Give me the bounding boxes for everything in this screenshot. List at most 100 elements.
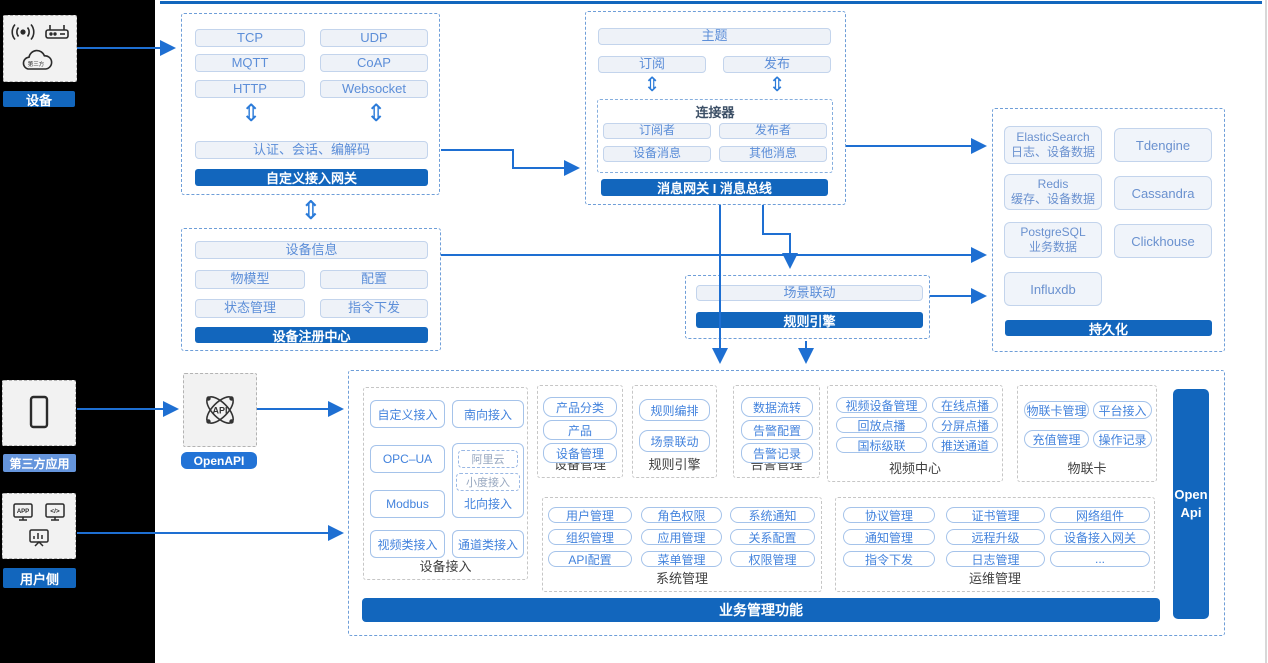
protocol-coap[interactable]: CoAP <box>320 54 428 72</box>
updown-arrow-icon: ⇕ <box>643 74 661 96</box>
platform-access[interactable]: 平台接入 <box>1093 401 1152 419</box>
modbus[interactable]: Modbus <box>370 490 445 518</box>
postgresql-box[interactable]: PostgreSQL 业务数据 <box>1004 222 1102 258</box>
network-component[interactable]: 网络组件 <box>1050 507 1150 523</box>
recharge-mgmt[interactable]: 充值管理 <box>1024 430 1089 448</box>
user-icons: APP </> <box>13 503 65 547</box>
video-access[interactable]: 视频类接入 <box>370 530 445 558</box>
api-config[interactable]: API配置 <box>548 551 632 567</box>
gb-cascade[interactable]: 国标级联 <box>836 437 927 453</box>
protocol-websocket[interactable]: Websocket <box>320 80 428 98</box>
thing-model-box[interactable]: 物模型 <box>195 270 305 289</box>
publisher-box[interactable]: 发布者 <box>719 123 827 139</box>
message-gateway-title: 消息网关 I 消息总线 <box>601 179 828 196</box>
other-message-box[interactable]: 其他消息 <box>719 146 827 162</box>
redis-box[interactable]: Redis 缓存、设备数据 <box>1004 174 1102 210</box>
svg-text:</>: </> <box>50 508 60 515</box>
command-box[interactable]: 指令下发 <box>320 299 428 318</box>
protocol-mqtt[interactable]: MQTT <box>195 54 305 72</box>
relation-config[interactable]: 关系配置 <box>730 529 815 545</box>
third-party-cloud-icon: 第三方 <box>22 49 53 70</box>
protocol-mgmt[interactable]: 协议管理 <box>843 507 935 523</box>
cert-mgmt[interactable]: 证书管理 <box>946 507 1045 523</box>
auth-session-codec[interactable]: 认证、会话、编解码 <box>195 141 428 159</box>
aliyun-box[interactable]: 阿里云 <box>458 450 518 468</box>
protocol-udp[interactable]: UDP <box>320 29 428 47</box>
xiaodu-box[interactable]: 小度接入 <box>456 473 520 491</box>
product-category[interactable]: 产品分类 <box>543 397 617 417</box>
protocol-tcp[interactable]: TCP <box>195 29 305 47</box>
custom-access[interactable]: 自定义接入 <box>370 400 445 428</box>
command-dispatch[interactable]: 指令下发 <box>843 551 935 567</box>
subscribe-box[interactable]: 订阅 <box>598 56 706 73</box>
log-mgmt[interactable]: 日志管理 <box>946 551 1045 567</box>
data-flow[interactable]: 数据流转 <box>741 397 813 417</box>
clickhouse-box[interactable]: Clickhouse <box>1114 224 1212 258</box>
third-party-label: 第三方应用 <box>3 454 76 472</box>
user-icon-tile: APP </> <box>2 493 76 559</box>
scene-linkage-box[interactable]: 场景联动 <box>696 285 923 301</box>
opc-ua[interactable]: OPC–UA <box>370 445 445 473</box>
push-channel[interactable]: 推送通道 <box>932 437 998 453</box>
updown-arrow-icon: ⇕ <box>300 195 322 225</box>
device-message-box[interactable]: 设备消息 <box>603 146 711 162</box>
config-box[interactable]: 配置 <box>320 270 428 289</box>
db-name: ElasticSearch <box>1016 130 1090 144</box>
operation-record[interactable]: 操作记录 <box>1093 430 1152 448</box>
alarm-record[interactable]: 告警记录 <box>741 443 813 463</box>
device-access-gateway[interactable]: 设备接入网关 <box>1050 529 1150 545</box>
elasticsearch-box[interactable]: ElasticSearch 日志、设备数据 <box>1004 126 1102 164</box>
code-screen-icon: </> <box>45 503 65 521</box>
device-mgmt[interactable]: 设备管理 <box>543 443 617 463</box>
split-screen[interactable]: 分屏点播 <box>932 417 998 433</box>
ops-more[interactable]: ... <box>1050 551 1150 567</box>
app-screen-icon: APP <box>13 503 33 521</box>
publish-box[interactable]: 发布 <box>723 56 831 73</box>
device-label: 设备 <box>3 91 75 108</box>
smartphone-icon <box>29 395 49 429</box>
db-name: Redis <box>1037 177 1069 191</box>
cassandra-box[interactable]: Cassandra <box>1114 176 1212 210</box>
protocol-http[interactable]: HTTP <box>195 80 305 98</box>
arrow-bus-to-ruleengine <box>762 205 798 269</box>
section-label: 设备接入 <box>419 559 472 574</box>
channel-access[interactable]: 通道类接入 <box>452 530 524 558</box>
updown-arrow-icon: ⇕ <box>241 100 262 127</box>
connector-panel <box>597 99 833 173</box>
top-accent-line <box>160 1 1262 4</box>
org-mgmt[interactable]: 组织管理 <box>548 529 632 545</box>
role-permission[interactable]: 角色权限 <box>641 507 722 523</box>
subscriber-box[interactable]: 订阅者 <box>603 123 711 139</box>
alarm-config[interactable]: 告警配置 <box>741 420 813 440</box>
live-play[interactable]: 在线点播 <box>932 397 998 413</box>
db-name: Tdengine <box>1135 137 1191 153</box>
north-access-group[interactable]: 阿里云 小度接入 北向接入 <box>452 443 524 518</box>
iot-card-mgmt[interactable]: 物联卡管理 <box>1024 401 1089 419</box>
third-party-icon-tile <box>2 380 76 446</box>
notify-mgmt[interactable]: 通知管理 <box>843 529 935 545</box>
permission-mgmt[interactable]: 权限管理 <box>730 551 815 567</box>
influxdb-box[interactable]: Influxdb <box>1004 272 1102 306</box>
user-mgmt[interactable]: 用户管理 <box>548 507 632 523</box>
product[interactable]: 产品 <box>543 420 617 440</box>
device-info-box[interactable]: 设备信息 <box>195 241 428 259</box>
south-access[interactable]: 南向接入 <box>452 400 524 428</box>
state-mgmt-box[interactable]: 状态管理 <box>195 299 305 318</box>
playback[interactable]: 回放点播 <box>836 417 927 433</box>
db-desc: 缓存、设备数据 <box>1010 192 1095 206</box>
updown-arrow-icon: ⇕ <box>366 100 387 127</box>
topic-box[interactable]: 主题 <box>598 28 831 45</box>
remote-upgrade[interactable]: 远程升级 <box>946 529 1045 545</box>
rule-orchestration[interactable]: 规则编排 <box>639 399 710 421</box>
video-device-mgmt[interactable]: 视频设备管理 <box>836 397 927 413</box>
tdengine-box[interactable]: Tdengine <box>1114 128 1212 162</box>
device-icons: 第三方 <box>11 23 69 70</box>
app-mgmt[interactable]: 应用管理 <box>641 529 722 545</box>
menu-mgmt[interactable]: 菜单管理 <box>641 551 722 567</box>
scene-linkage[interactable]: 场景联动 <box>639 430 710 452</box>
system-notice[interactable]: 系统通知 <box>730 507 815 523</box>
svg-text:第三方: 第三方 <box>28 60 45 68</box>
north-access-label: 北向接入 <box>463 497 512 511</box>
db-name: Influxdb <box>1030 281 1076 297</box>
broadcast-icon <box>11 23 35 40</box>
